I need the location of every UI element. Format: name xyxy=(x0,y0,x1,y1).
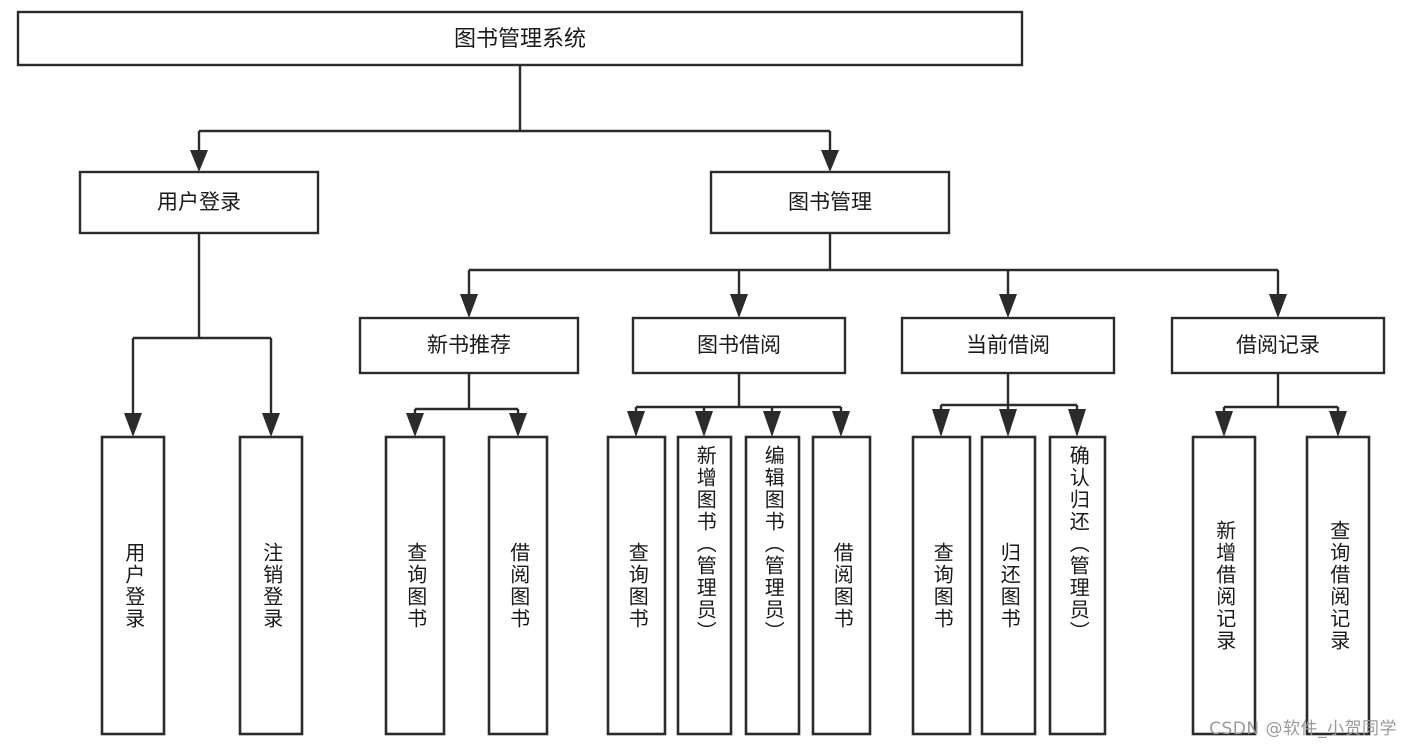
arrow-head-leaf5 xyxy=(627,411,645,437)
node-newbook[interactable]: 新书推荐 xyxy=(358,316,580,375)
node-login[interactable]: 用户登录 xyxy=(78,170,320,235)
node-newbook-box[interactable] xyxy=(358,316,580,375)
node-records-label: 借阅记录 xyxy=(1236,333,1320,357)
node-borrow-box[interactable] xyxy=(631,316,847,375)
node-leaf4-box[interactable] xyxy=(487,435,549,736)
arrow-head-leaf2 xyxy=(262,413,280,437)
node-current[interactable]: 当前借阅 xyxy=(900,316,1116,375)
arrow-head-leaf4 xyxy=(509,413,527,437)
csdn-watermark: CSDN @软件_小贺同学 xyxy=(1209,719,1397,739)
node-borrow-label: 图书借阅 xyxy=(697,333,781,357)
arrow-head-leaf11 xyxy=(1068,409,1086,437)
arrow-head-current xyxy=(999,294,1017,318)
node-bookmgmt-label: 图书管理 xyxy=(788,190,872,214)
connector-layer xyxy=(124,65,1347,437)
arrow-head-bookmgmt xyxy=(821,150,839,172)
arrow-head-leaf12 xyxy=(1215,411,1233,437)
node-bookmgmt-box[interactable] xyxy=(709,170,951,235)
node-borrow[interactable]: 图书借阅 xyxy=(631,316,847,375)
node-current-label: 当前借阅 xyxy=(966,333,1050,357)
arrow-head-records xyxy=(1269,294,1287,318)
leaf-box-layer xyxy=(100,435,1371,736)
node-leaf2-box[interactable] xyxy=(238,435,304,736)
arrow-head-leaf1 xyxy=(124,413,142,437)
node-leaf5-box[interactable] xyxy=(606,435,667,736)
node-leaf7-box[interactable] xyxy=(744,435,801,736)
node-leaf9-box[interactable] xyxy=(911,435,972,736)
node-leaf1-box[interactable] xyxy=(100,435,166,736)
node-leaf11-box[interactable] xyxy=(1048,435,1107,736)
node-newbook-label: 新书推荐 xyxy=(427,333,511,357)
node-leaf10-box[interactable] xyxy=(980,435,1037,736)
node-root-box[interactable] xyxy=(16,10,1024,67)
arrow-head-leaf10 xyxy=(999,409,1017,437)
arrow-head-leaf13 xyxy=(1329,411,1347,437)
node-leaf3-box[interactable] xyxy=(384,435,446,736)
node-bookmgmt[interactable]: 图书管理 xyxy=(709,170,951,235)
arrow-head-leaf3 xyxy=(406,413,424,437)
node-current-box[interactable] xyxy=(900,316,1116,375)
node-leaf6-box[interactable] xyxy=(676,435,733,736)
arrow-head-leaf7 xyxy=(763,411,781,437)
node-records[interactable]: 借阅记录 xyxy=(1170,316,1386,375)
node-leaf13-box[interactable] xyxy=(1305,435,1371,736)
node-root[interactable]: 图书管理系统 xyxy=(16,10,1024,67)
node-leaf12-box[interactable] xyxy=(1191,435,1257,736)
node-login-label: 用户登录 xyxy=(157,190,241,214)
node-root-label: 图书管理系统 xyxy=(454,27,586,52)
arrow-head-borrow xyxy=(730,294,748,318)
arrow-head-leaf8 xyxy=(832,411,850,437)
arrow-head-leaf9 xyxy=(932,409,950,437)
arrow-head-leaf6 xyxy=(695,411,713,437)
node-leaf8-box[interactable] xyxy=(811,435,872,736)
node-login-box[interactable] xyxy=(78,170,320,235)
arrow-head-newbook xyxy=(460,294,478,318)
node-records-box[interactable] xyxy=(1170,316,1386,375)
arrow-head-login xyxy=(190,150,208,172)
